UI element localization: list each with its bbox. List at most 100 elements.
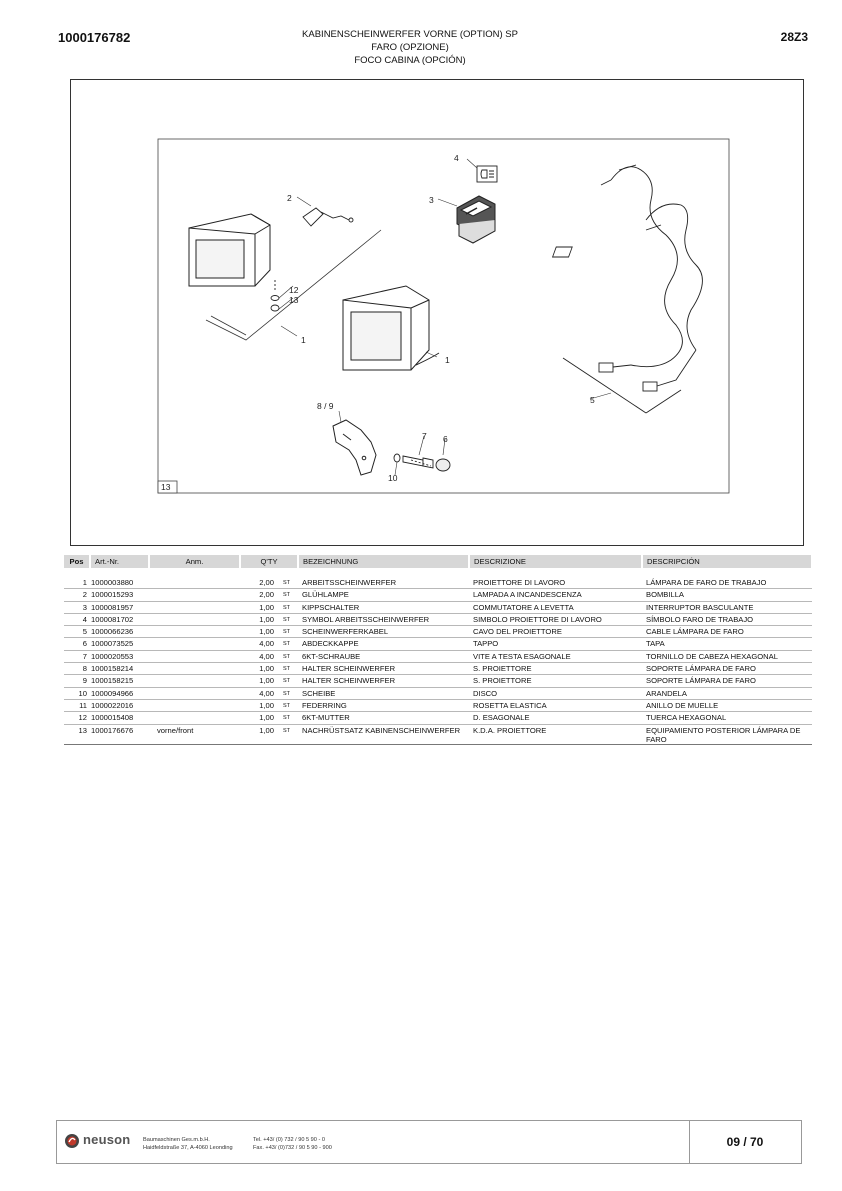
neuson-logo-icon <box>65 1134 79 1148</box>
row-unit: ST <box>277 577 298 590</box>
row-descrizione: LAMPADA A INCANDESCENZA <box>469 588 642 602</box>
row-unit: ST <box>277 711 298 725</box>
row-art-nr: 1000158215 <box>90 674 149 688</box>
row-pos: 3 <box>64 601 90 614</box>
kit-callout-box <box>157 480 178 494</box>
row-art-nr: 1000015408 <box>90 711 149 725</box>
callout-10: 10 <box>388 473 398 483</box>
company-phone: Tel. +43/ (0) 732 / 90 5 90 - 0 <box>253 1137 325 1143</box>
row-pos: 12 <box>64 711 90 725</box>
callout-4: 4 <box>454 153 459 163</box>
row-anm <box>149 588 240 602</box>
row-descrizione: S. PROIETTORE <box>469 662 642 676</box>
row-qty: 1,00 <box>240 662 277 676</box>
row-bezeichnung: 6KT-SCHRAUBE <box>298 650 469 664</box>
page-number: 09 / 70 <box>726 1135 764 1149</box>
row-descripcion: EQUIPAMIENTO POSTERIOR LÁMPARA DE FARO <box>642 724 812 746</box>
company-street: Haidfeldstraße 37, A-4060 Leonding <box>143 1144 233 1151</box>
row-pos: 6 <box>64 637 90 651</box>
row-bezeichnung: ARBEITSSCHEINWERFER <box>298 577 469 590</box>
footer-divider <box>689 1121 690 1163</box>
row-qty: 1,00 <box>240 724 277 746</box>
row-bezeichnung: SCHEIBE <box>298 687 469 700</box>
row-descrizione: CAVO DEL PROIETTORE <box>469 625 642 639</box>
row-descrizione: K.D.A. PROIETTORE <box>469 724 642 746</box>
row-unit: ST <box>277 637 298 651</box>
row-unit: ST <box>277 613 298 627</box>
row-unit: ST <box>277 650 298 664</box>
row-qty: 1,00 <box>240 699 277 713</box>
row-unit: ST <box>277 625 298 639</box>
switch-symbol-icon <box>476 165 498 183</box>
callout-6: 6 <box>443 434 448 444</box>
row-art-nr: 1000081957 <box>90 601 149 614</box>
row-pos: 11 <box>64 699 90 713</box>
title-german: KABINENSCHEINWERFER VORNE (OPTION) SP <box>302 29 518 40</box>
leader-lines <box>278 158 612 476</box>
row-bezeichnung: 6KT-MUTTER <box>298 711 469 725</box>
col-header-qty: Q'TY <box>240 555 299 568</box>
col-header-descrizione: DESCRIZIONE <box>469 555 643 568</box>
row-descrizione: D. ESAGONALE <box>469 711 642 725</box>
callout-3: 3 <box>429 195 434 205</box>
row-anm <box>149 625 240 639</box>
title-italian: FARO (OPZIONE) <box>371 42 449 53</box>
row-descrizione: ROSETTA ELASTICA <box>469 699 642 713</box>
row-descrizione: PROIETTORE DI LAVORO <box>469 577 642 590</box>
exploded-view-figure: 2 3 4 12 13 1 1 5 8 / 9 7 6 10 13 <box>70 79 804 546</box>
bulb-icon <box>302 207 354 227</box>
row-pos: 8 <box>64 662 90 676</box>
row-descripcion: TUERCA HEXAGONAL <box>642 711 812 725</box>
row-anm <box>149 674 240 688</box>
row-art-nr: 1000176676 <box>90 724 149 746</box>
row-descrizione: TAPPO <box>469 637 642 651</box>
washer-nut-icon <box>270 280 280 312</box>
row-anm <box>149 613 240 627</box>
row-pos: 7 <box>64 650 90 664</box>
row-descripcion: INTERRUPTOR BASCULANTE <box>642 601 812 614</box>
bracket-icon <box>332 419 377 476</box>
brand-name: neuson <box>83 1132 131 1147</box>
col-header-bezeichnung: BEZEICHNUNG <box>298 555 470 568</box>
row-pos: 4 <box>64 613 90 627</box>
row-anm <box>149 601 240 614</box>
col-header-pos: Pos <box>64 555 91 568</box>
row-art-nr: 1000020553 <box>90 650 149 664</box>
article-number: 1000176782 <box>58 30 131 45</box>
row-qty: 1,00 <box>240 625 277 639</box>
row-anm <box>149 577 240 590</box>
row-descrizione: S. PROIETTORE <box>469 674 642 688</box>
page-code: 28Z3 <box>780 30 808 44</box>
row-anm: vorne/front <box>149 724 240 746</box>
row-anm <box>149 637 240 651</box>
row-art-nr: 1000022016 <box>90 699 149 713</box>
callout-13: 13 <box>161 482 171 492</box>
row-pos: 13 <box>64 724 90 746</box>
row-unit: ST <box>277 588 298 602</box>
row-bezeichnung: NACHRÜSTSATZ KABINENSCHEINWERFER <box>298 724 469 746</box>
row-anm <box>149 662 240 676</box>
cable-harness-icon <box>551 164 703 414</box>
row-art-nr: 1000073525 <box>90 637 149 651</box>
title-spanish: FOCO CABINA (OPCIÓN) <box>354 55 466 66</box>
row-descrizione: DISCO <box>469 687 642 700</box>
row-descripcion: BOMBILLA <box>642 588 812 602</box>
bolt-washer-cap-icon <box>393 453 451 472</box>
row-unit: ST <box>277 687 298 700</box>
row-descripcion: SOPORTE LÁMPARA DE FARO <box>642 674 812 688</box>
row-bezeichnung: HALTER SCHEINWERFER <box>298 662 469 676</box>
row-pos: 2 <box>64 588 90 602</box>
row-qty: 1,00 <box>240 613 277 627</box>
row-art-nr: 1000158214 <box>90 662 149 676</box>
